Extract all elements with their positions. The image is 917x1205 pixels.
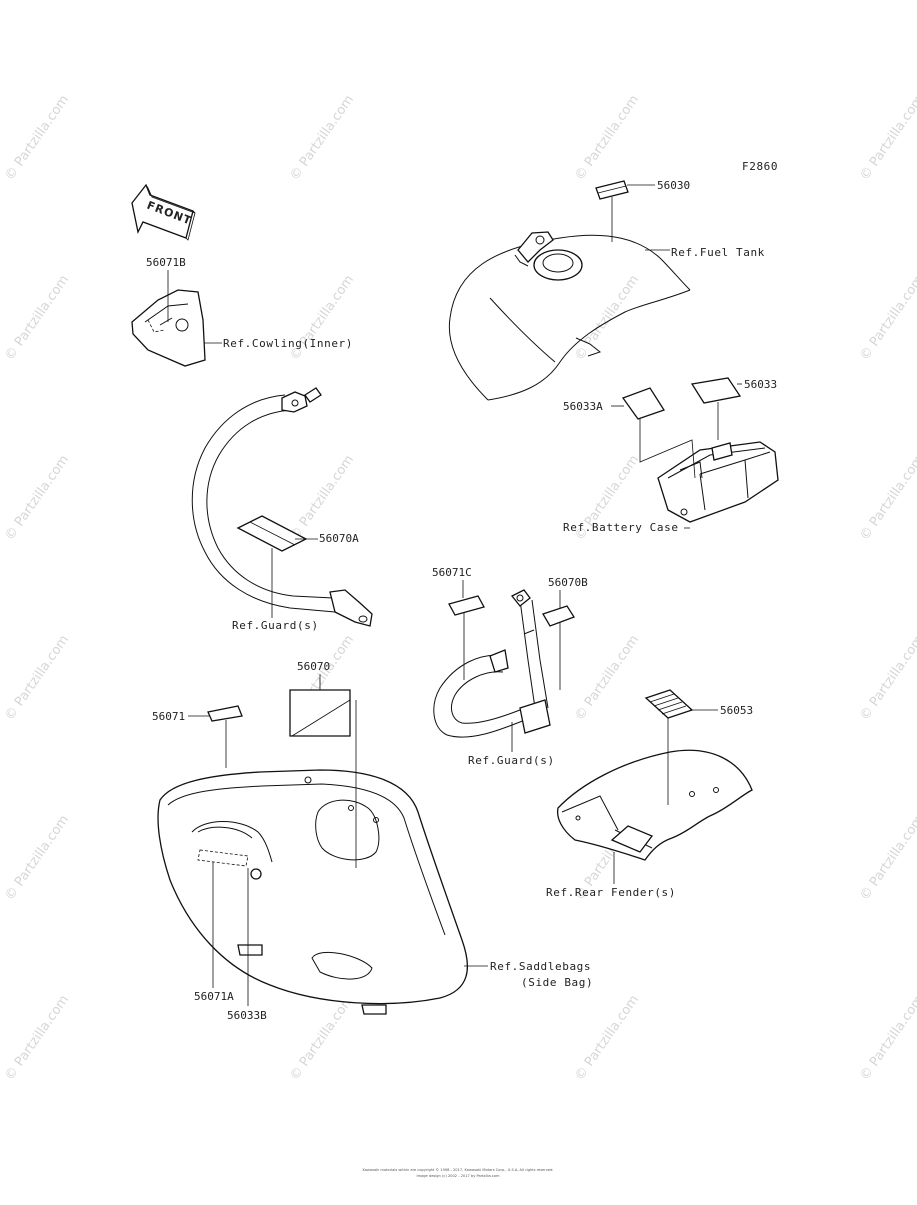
watermark-text: © Partzilla.com bbox=[287, 453, 357, 544]
watermark-text: © Partzilla.com bbox=[287, 93, 357, 184]
part-number-56071C: 56071C bbox=[432, 566, 472, 579]
ref-guard-right-label: Ref.Guard(s) bbox=[468, 754, 555, 767]
decal-56033A bbox=[621, 387, 665, 420]
watermark-text: © Partzilla.com bbox=[857, 273, 917, 364]
ref-cowling-inner-label: Ref.Cowling(Inner) bbox=[223, 337, 353, 350]
part-number-56030: 56030 bbox=[657, 179, 690, 192]
part-number-56071B: 56071B bbox=[146, 256, 186, 269]
decal-56070B bbox=[542, 605, 575, 627]
decal-56033 bbox=[690, 377, 742, 404]
watermark-text: © Partzilla.com bbox=[572, 273, 642, 364]
figure-code: F2860 bbox=[742, 160, 778, 173]
battery-case-drawing bbox=[657, 441, 779, 523]
front-arrow-icon: FRONT bbox=[131, 183, 196, 241]
part-number-56071: 56071 bbox=[152, 710, 185, 723]
part-number-56071A: 56071A bbox=[194, 990, 234, 1003]
fuel-tank-drawing bbox=[448, 231, 691, 401]
part-number-56070B: 56070B bbox=[548, 576, 588, 589]
watermark-text: © Partzilla.com bbox=[857, 813, 917, 904]
guard-left-drawing bbox=[191, 387, 373, 627]
watermark-text: © Partzilla.com bbox=[857, 93, 917, 184]
watermark-text: © Partzilla.com bbox=[287, 993, 357, 1084]
watermark-text: © Partzilla.com bbox=[572, 93, 642, 184]
decal-56071C bbox=[448, 595, 485, 616]
part-number-56070A: 56070A bbox=[319, 532, 359, 545]
part-number-56070: 56070 bbox=[297, 660, 330, 673]
copyright-line-1: Kawasaki materials within are copyright … bbox=[362, 1168, 553, 1172]
ref-battery-case-label: Ref.Battery Case bbox=[563, 521, 679, 534]
watermark-text: © Partzilla.com bbox=[857, 993, 917, 1084]
part-number-56053: 56053 bbox=[720, 704, 753, 717]
watermark-text: © Partzilla.com bbox=[2, 273, 72, 364]
decal-56070 bbox=[289, 689, 351, 737]
watermark-text: © Partzilla.com bbox=[572, 633, 642, 724]
decal-56030 bbox=[595, 180, 629, 200]
copyright-line-2: Image design (c) 2002 - 2017 by Partzill… bbox=[417, 1174, 500, 1178]
part-number-56033: 56033 bbox=[744, 378, 777, 391]
ref-guard-left-label: Ref.Guard(s) bbox=[232, 619, 319, 632]
watermark-text: © Partzilla.com bbox=[2, 633, 72, 724]
saddlebag-drawing bbox=[157, 769, 468, 1015]
rear-fender-drawing bbox=[556, 749, 753, 861]
watermark-text: © Partzilla.com bbox=[2, 813, 72, 904]
watermark-text: © Partzilla.com bbox=[2, 93, 72, 184]
watermark-text: © Partzilla.com bbox=[857, 453, 917, 544]
decal-56071 bbox=[207, 705, 243, 722]
cowling-inner-drawing bbox=[131, 289, 206, 367]
part-number-56033A: 56033A bbox=[563, 400, 603, 413]
watermark-text: © Partzilla.com bbox=[2, 453, 72, 544]
ref-rear-fender-label: Ref.Rear Fender(s) bbox=[546, 886, 676, 899]
watermark-text: © Partzilla.com bbox=[572, 993, 642, 1084]
ref-saddlebags-label: Ref.Saddlebags bbox=[490, 960, 591, 973]
decal-56053 bbox=[644, 689, 694, 719]
ref-saddlebags-sublabel: (Side Bag) bbox=[521, 976, 593, 989]
guard-right-drawing bbox=[433, 589, 551, 738]
ref-fuel-tank-label: Ref.Fuel Tank bbox=[671, 246, 765, 259]
watermark-text: © Partzilla.com bbox=[2, 993, 72, 1084]
watermark-text: © Partzilla.com bbox=[857, 633, 917, 724]
part-number-56033B: 56033B bbox=[227, 1009, 267, 1022]
